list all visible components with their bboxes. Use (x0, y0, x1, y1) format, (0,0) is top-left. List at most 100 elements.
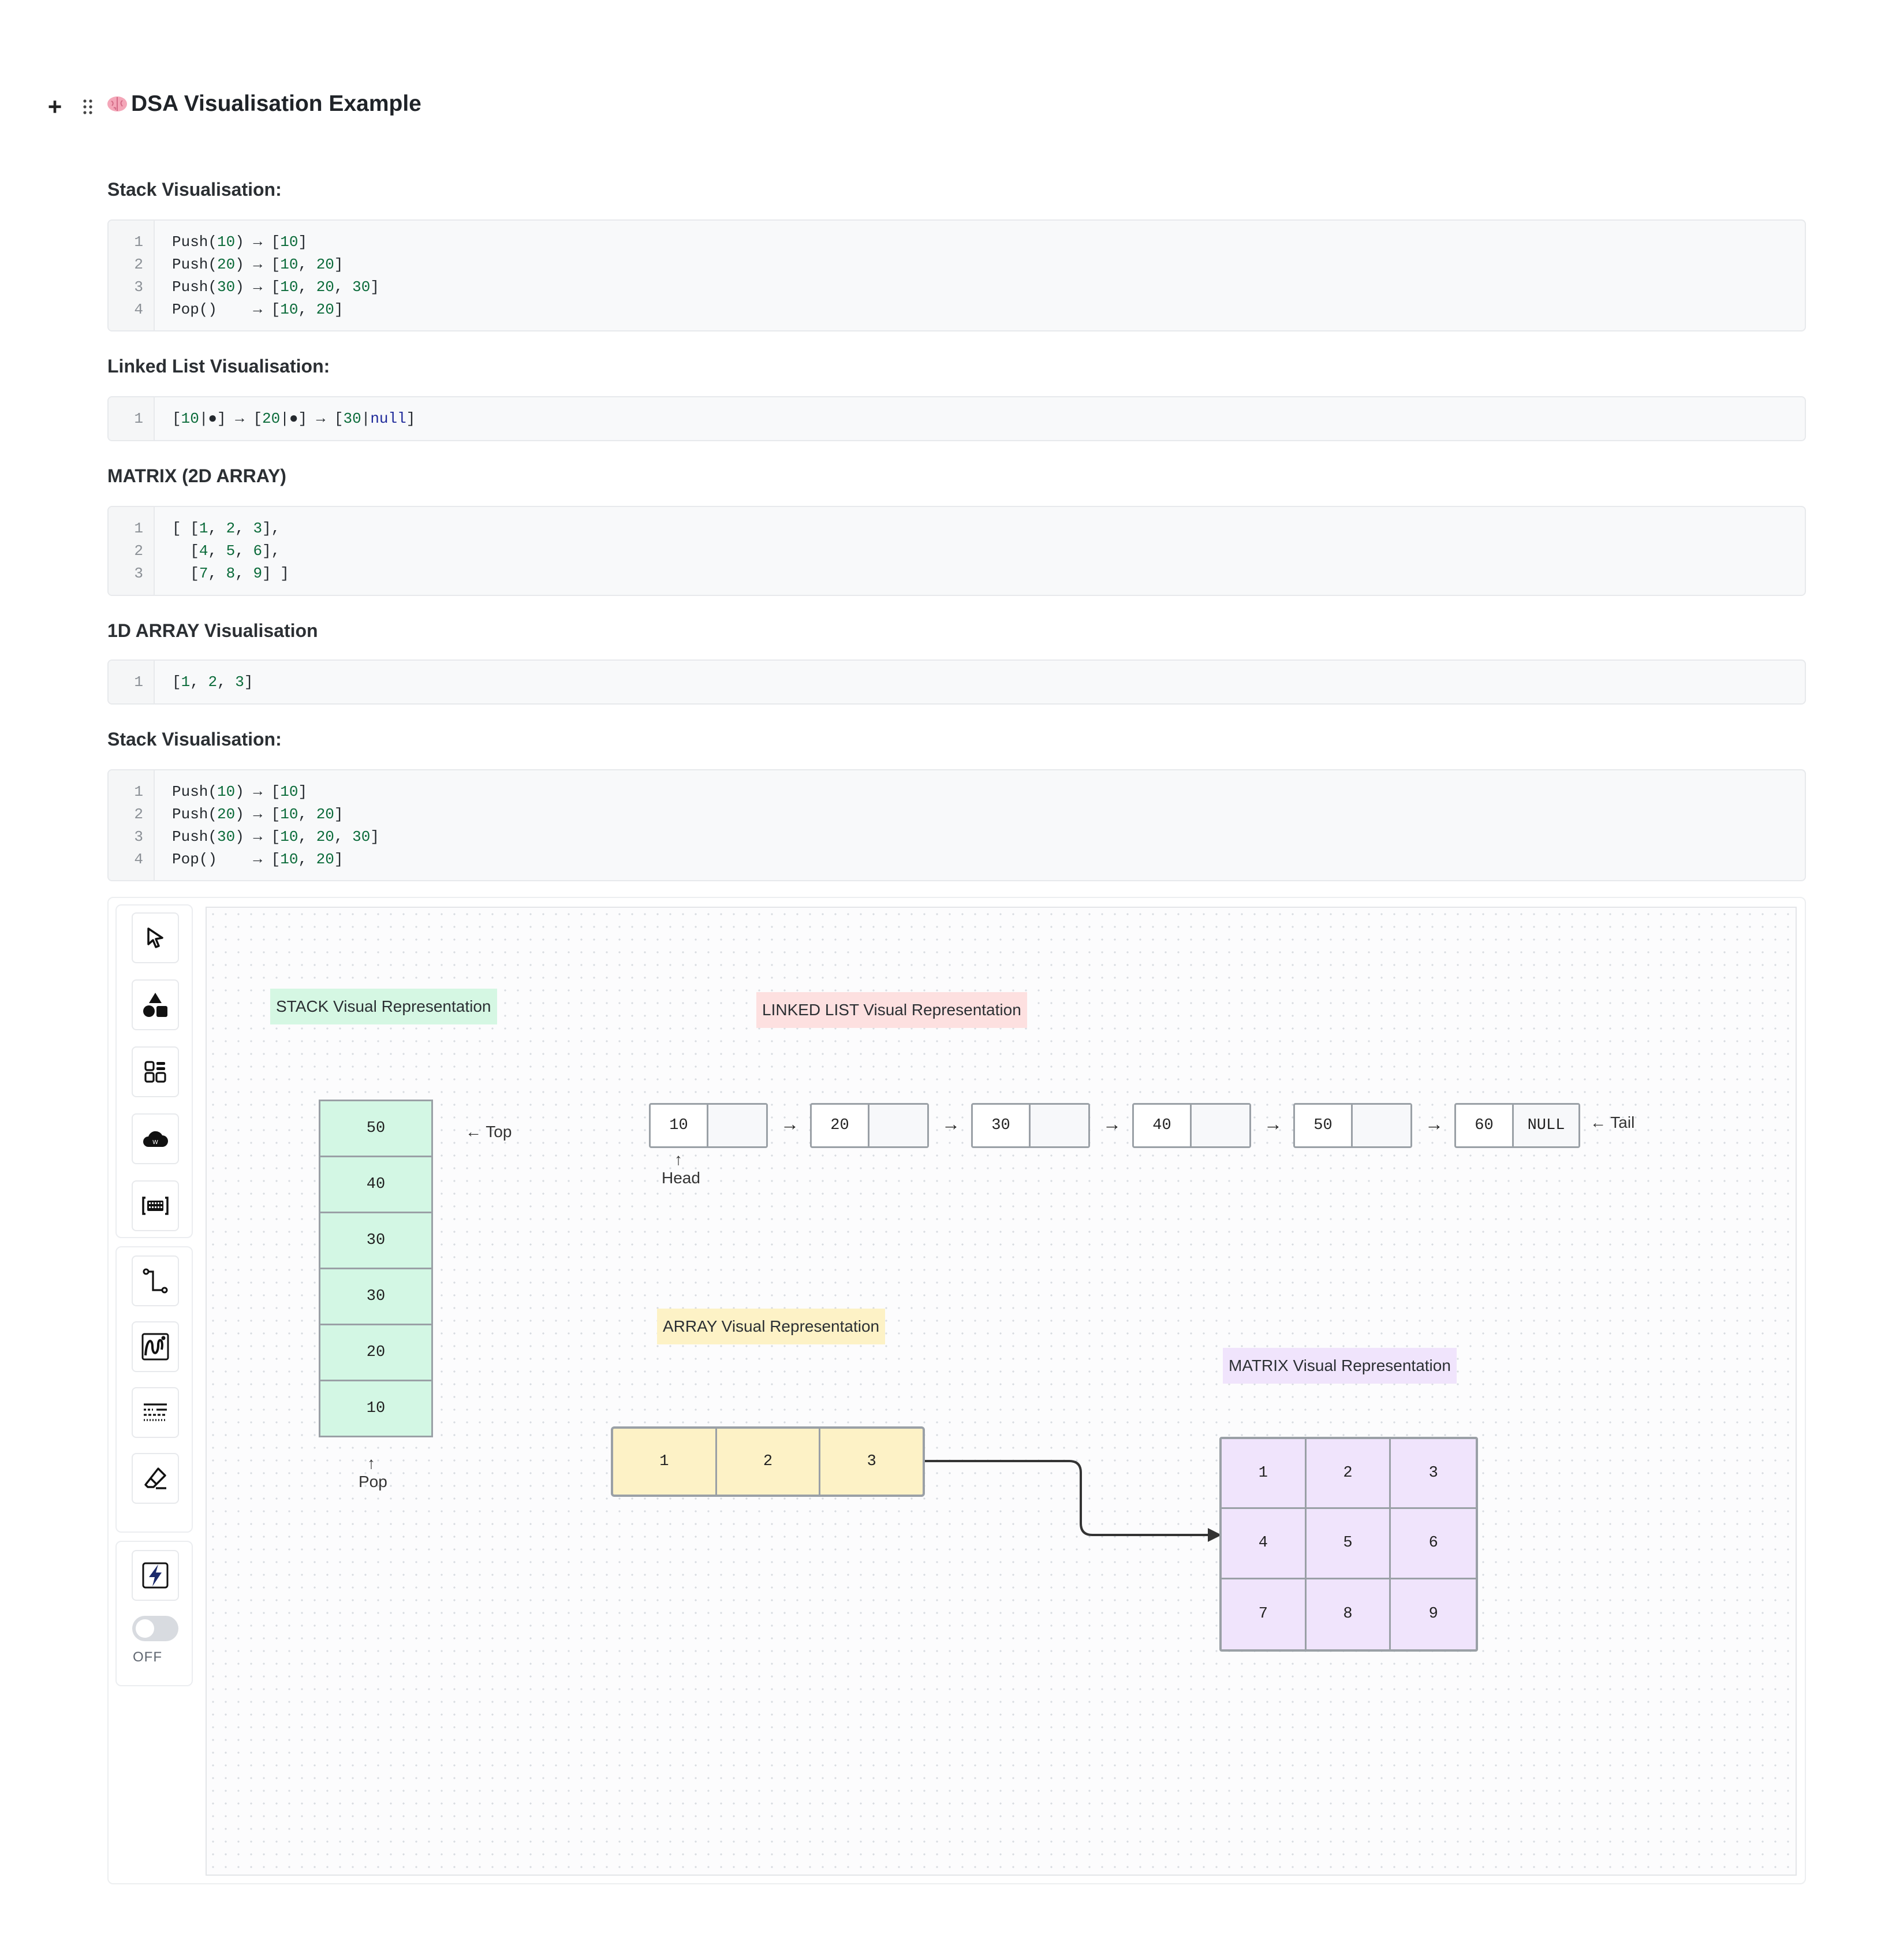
code-line: Pop() → [10, 20] (172, 301, 344, 318)
stack-cell[interactable]: 10 (319, 1380, 433, 1437)
toolbar-group-main: W (115, 904, 193, 1238)
toggle-knob (136, 1619, 154, 1638)
matrix-cell: 4 (1222, 1509, 1307, 1579)
node-next: NULL (1514, 1105, 1578, 1146)
cursor-icon (147, 927, 163, 948)
matrix-label[interactable]: MATRIX Visual Representation (1223, 1348, 1457, 1384)
linked-list-node[interactable]: 40 (1132, 1103, 1251, 1148)
matrix-cell: 6 (1391, 1509, 1476, 1579)
line-number: 1 (134, 233, 143, 251)
stack-cell[interactable]: 20 (319, 1324, 433, 1381)
frame-icon (142, 1197, 169, 1215)
link-arrow: → (781, 1113, 799, 1134)
connector-tool-button[interactable] (132, 1255, 179, 1306)
line-number: 2 (134, 542, 143, 560)
line-number: 1 (134, 410, 143, 427)
line-number: 1 (134, 520, 143, 537)
cloud-tool-button[interactable]: W (132, 1113, 179, 1164)
linked-list-node[interactable]: 20 (810, 1103, 929, 1148)
code-line: Push(30) → [10, 20, 30] (172, 828, 379, 845)
matrix-cell: 7 (1222, 1579, 1307, 1649)
code-gutter (109, 397, 155, 440)
array-to-matrix-connector[interactable] (924, 1455, 1224, 1548)
code-block-1d-array[interactable]: 1 [1, 2, 3] (107, 659, 1806, 705)
code-gutter (109, 661, 155, 703)
line-number: 2 (134, 256, 143, 273)
text-style-tool-button[interactable] (132, 1387, 179, 1438)
stack-cell[interactable]: 50 (319, 1100, 433, 1157)
matrix-cell: 8 (1307, 1579, 1391, 1649)
code-block-linked-list[interactable]: 1 [10|●] → [20|●] → [30|null] (107, 396, 1806, 441)
stack-pop-label: Pop (359, 1473, 387, 1491)
components-tool-button[interactable] (132, 1046, 179, 1097)
ai-tool-button[interactable] (132, 1550, 179, 1601)
stack-cell[interactable]: 40 (319, 1156, 433, 1213)
linked-list-head-label: Head (662, 1169, 700, 1187)
eraser-icon (144, 1467, 166, 1489)
code-block-stack-2[interactable]: 1 2 3 4 Push(10) → [10] Push(20) → [10, … (107, 769, 1806, 881)
node-value: 20 (812, 1105, 869, 1146)
shapes-tool-button[interactable] (132, 979, 179, 1030)
section-heading-linked-list: Linked List Visualisation: (107, 356, 330, 377)
select-tool-button[interactable] (132, 912, 179, 963)
linked-list-label[interactable]: LINKED LIST Visual Representation (756, 992, 1027, 1028)
code-block-matrix[interactable]: 1 2 3 [ [1, 2, 3], [4, 5, 6], [7, 8, 9] … (107, 506, 1806, 596)
code-line: [7, 8, 9] ] (172, 565, 289, 582)
node-next (1353, 1105, 1410, 1146)
frame-tool-button[interactable] (132, 1180, 179, 1231)
code-line: [ [1, 2, 3], (172, 520, 281, 537)
stack-cell[interactable]: 30 (319, 1268, 433, 1325)
section-heading-stack: Stack Visualisation: (107, 179, 282, 200)
line-number: 1 (134, 783, 143, 800)
array-shape[interactable]: 1 2 3 (611, 1426, 925, 1497)
node-next (1192, 1105, 1249, 1146)
matrix-cell: 5 (1306, 1509, 1391, 1579)
linked-list-head-arrow: ↑ (674, 1150, 682, 1168)
code-gutter (109, 221, 155, 330)
array-cell: 3 (867, 1453, 876, 1470)
lightning-icon (142, 1562, 169, 1589)
array-cell: 1 (613, 1429, 717, 1495)
array-label[interactable]: ARRAY Visual Representation (657, 1309, 886, 1344)
toolbar-group-draw (115, 1246, 193, 1533)
array-cell: 2 (717, 1429, 821, 1495)
line-number: 1 (134, 673, 143, 691)
code-line: Push(20) → [10, 20] (172, 806, 344, 823)
eraser-tool-button[interactable] (132, 1453, 179, 1504)
stack-label[interactable]: STACK Visual Representation (270, 989, 497, 1024)
link-arrow: → (1264, 1113, 1282, 1134)
code-gutter (109, 770, 155, 880)
page-title: DSA Visualisation Example (107, 91, 421, 117)
node-value: 60 (1456, 1105, 1514, 1146)
grid-icon (144, 1061, 166, 1083)
linked-list-tail-label: ← Tail (1590, 1113, 1635, 1131)
line-number: 3 (134, 278, 143, 296)
text-lines-icon (144, 1403, 167, 1421)
code-block-stack[interactable]: 1 2 3 4 Push(10) → [10] Push(20) → [10, … (107, 219, 1806, 331)
node-value: 30 (973, 1105, 1031, 1146)
auto-toggle[interactable] (132, 1616, 178, 1641)
matrix-shape[interactable]: 1 2 3 4 5 6 7 8 9 (1219, 1437, 1478, 1652)
squiggle-icon (141, 1333, 169, 1361)
code-line: [1, 2, 3] (172, 673, 253, 691)
linked-list-node[interactable]: 50 (1293, 1103, 1412, 1148)
matrix-cell: 2 (1306, 1439, 1391, 1510)
linked-list-node[interactable]: 30 (971, 1103, 1090, 1148)
section-heading-stack-2: Stack Visualisation: (107, 729, 282, 750)
draw-tool-button[interactable] (132, 1321, 179, 1372)
section-heading-matrix: MATRIX (2D ARRAY) (107, 465, 286, 486)
code-line: Pop() → [10, 20] (172, 851, 344, 868)
section-heading-1d-array: 1D ARRAY Visualisation (107, 620, 318, 641)
code-line: [10|●] → [20|●] → [30|null] (172, 410, 416, 427)
stack-cell[interactable]: 30 (319, 1212, 433, 1269)
code-line: Push(10) → [10] (172, 783, 308, 800)
add-block-icon[interactable]: + (47, 93, 62, 120)
drag-handle-icon[interactable] (81, 92, 95, 121)
whiteboard-canvas[interactable] (206, 907, 1797, 1876)
linked-list-node[interactable]: 10 (649, 1103, 768, 1148)
link-arrow: → (1425, 1113, 1443, 1134)
code-line: Push(20) → [10, 20] (172, 256, 344, 273)
linked-list-node[interactable]: 60 NULL (1454, 1103, 1580, 1148)
cloud-icon: W (143, 1131, 168, 1147)
line-number: 4 (134, 301, 143, 318)
